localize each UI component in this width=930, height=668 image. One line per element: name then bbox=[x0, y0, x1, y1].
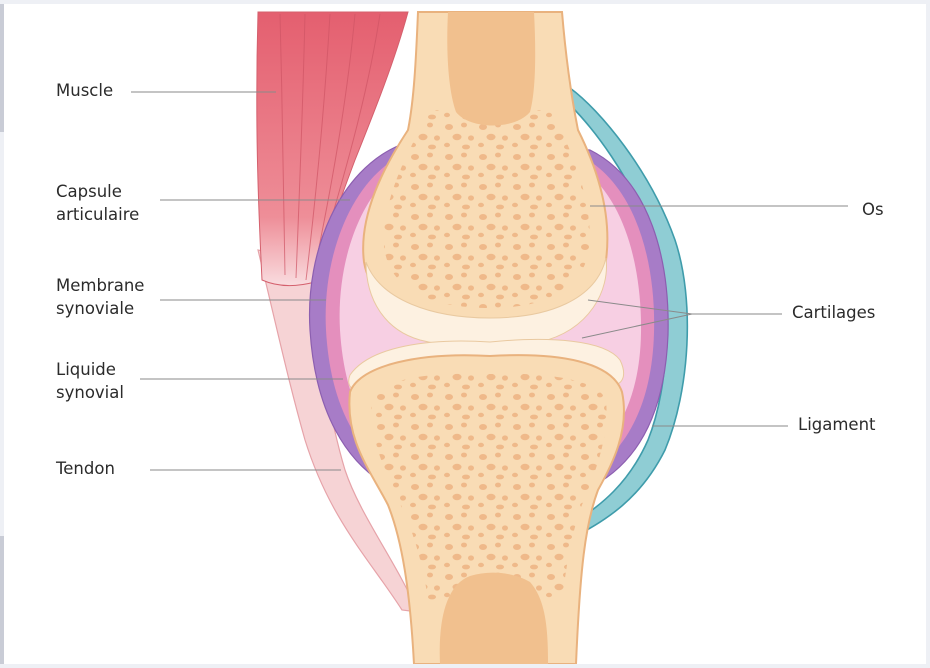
label-capsule-line1: Capsule bbox=[56, 182, 122, 201]
label-membrane-line2: synoviale bbox=[56, 299, 134, 318]
label-capsule-line2: articulaire bbox=[56, 205, 139, 224]
label-cartilages: Cartilages bbox=[792, 303, 875, 322]
label-os: Os bbox=[862, 200, 884, 219]
lower-marrow-cavity bbox=[440, 573, 548, 664]
label-tendon: Tendon bbox=[55, 459, 115, 478]
label-liquide-line2: synovial bbox=[56, 383, 124, 402]
label-liquide-line1: Liquide bbox=[56, 360, 116, 379]
label-membrane-line1: Membrane bbox=[56, 276, 144, 295]
upper-spongy-bone bbox=[384, 110, 590, 308]
label-muscle: Muscle bbox=[56, 81, 113, 100]
label-ligament: Ligament bbox=[798, 415, 876, 434]
upper-marrow-cavity bbox=[447, 12, 535, 126]
